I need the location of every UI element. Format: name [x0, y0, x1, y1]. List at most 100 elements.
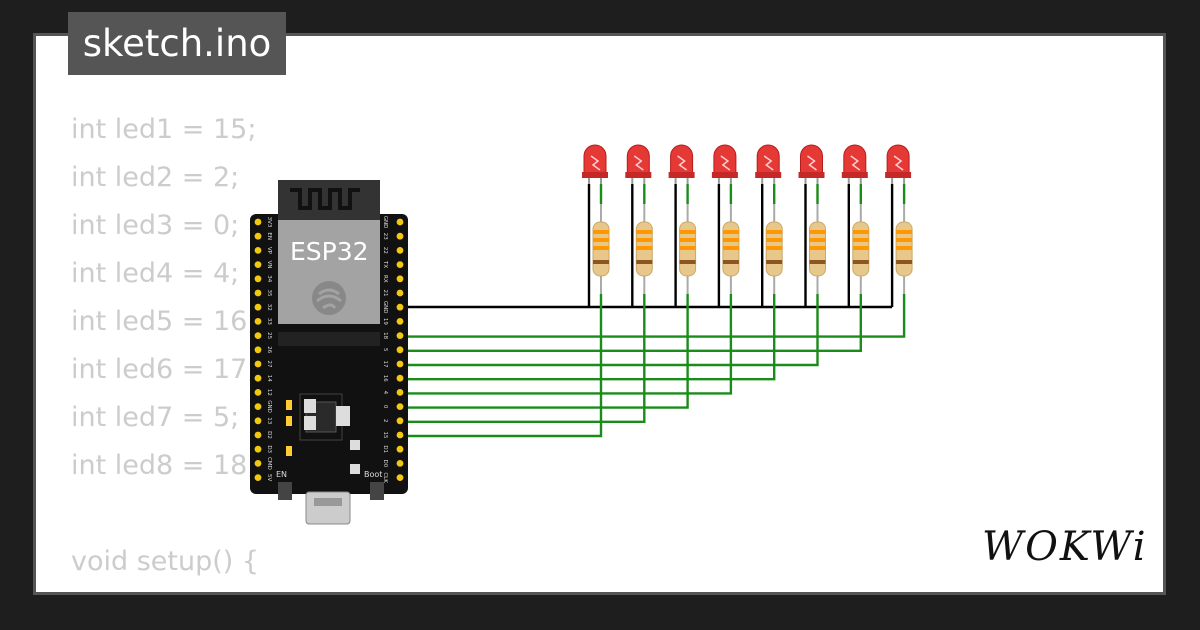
code-line: int led4 = 4; [71, 258, 240, 289]
pin-header[interactable] [254, 303, 262, 311]
pin-label: 34 [266, 275, 272, 282]
pin-header[interactable] [254, 417, 262, 425]
file-title-tab[interactable]: sketch.ino [68, 12, 286, 75]
resistor-band [896, 246, 913, 250]
resistor-band [766, 260, 783, 264]
resistor-band [593, 260, 609, 264]
pin-header[interactable] [396, 445, 404, 453]
pin-header[interactable] [396, 289, 404, 297]
code-line: int led2 = 2; [71, 162, 240, 193]
pin-header[interactable] [396, 332, 404, 339]
resistor-icon[interactable] [635, 204, 653, 294]
led-filament [677, 155, 688, 171]
pin-header[interactable] [396, 431, 404, 439]
pin-header[interactable] [396, 374, 404, 382]
pin-header[interactable] [254, 232, 262, 240]
pin-header[interactable] [254, 474, 262, 481]
led-icon[interactable] [885, 144, 912, 184]
pin-header[interactable] [396, 403, 404, 410]
pin-label: GND [382, 301, 388, 314]
usb-port-slot [314, 498, 342, 506]
resistor-icon[interactable] [679, 204, 697, 294]
pin-label: 13 [266, 417, 272, 424]
regulator [336, 406, 350, 426]
pin-header[interactable] [254, 460, 262, 467]
pin-header[interactable] [396, 474, 404, 481]
pin-header[interactable] [396, 232, 404, 240]
resistor-band [679, 260, 696, 264]
pin-header[interactable] [254, 247, 262, 254]
pin-header[interactable] [396, 460, 404, 467]
led-rim [885, 172, 912, 178]
resistor-band [636, 238, 653, 242]
resistor-band [722, 230, 739, 234]
pin-header[interactable] [396, 346, 404, 354]
pin-header[interactable] [396, 275, 404, 283]
pin-header[interactable] [254, 374, 262, 382]
pin-label: D0 [382, 460, 388, 468]
pin-header[interactable] [254, 218, 262, 226]
antenna-trace [290, 188, 360, 210]
pin-label: 26 [266, 346, 272, 353]
wires [400, 184, 906, 438]
code-line: int led7 = 5; [71, 402, 240, 433]
board-label: ESP32 [290, 237, 369, 266]
led-icon[interactable] [711, 144, 738, 184]
pin-label: EN [266, 232, 272, 240]
pin-header[interactable] [396, 261, 404, 268]
resistor-icon[interactable] [765, 204, 783, 294]
pin-header[interactable] [254, 445, 262, 453]
pin-label: D2 [266, 431, 272, 439]
pin-label: 2 [382, 419, 388, 423]
resistor-band [636, 230, 653, 234]
pin-header[interactable] [254, 332, 262, 339]
resistor-band [809, 230, 826, 234]
resistor-icon[interactable] [895, 204, 913, 294]
pin-header[interactable] [254, 360, 262, 368]
led-icon[interactable] [582, 144, 608, 184]
led-rim [711, 172, 738, 178]
pin-label: 25 [266, 332, 272, 339]
led-filament [763, 155, 774, 171]
pin-header[interactable] [396, 417, 404, 425]
en-button[interactable] [278, 482, 292, 500]
pin-header[interactable] [254, 261, 262, 268]
led-icon[interactable] [841, 144, 868, 184]
pin-label: 32 [266, 304, 272, 311]
resistor-icon[interactable] [592, 204, 610, 294]
pin-header[interactable] [254, 431, 262, 439]
led-icon[interactable] [798, 144, 825, 184]
pin-label: 33 [266, 318, 272, 325]
pin-header[interactable] [254, 275, 262, 283]
pin-header[interactable] [254, 289, 262, 297]
pin-header[interactable] [396, 247, 404, 254]
code-editor: int led1 = 15;int led2 = 2;int led3 = 0;… [71, 106, 419, 592]
pin-label: 3V3 [266, 217, 272, 228]
pin-header[interactable] [254, 346, 262, 354]
led-filament [720, 155, 731, 171]
resistor-band [593, 230, 609, 234]
pin-header[interactable] [396, 360, 404, 368]
pin-header[interactable] [254, 389, 262, 396]
resistor-icon[interactable] [852, 204, 870, 294]
resistor-band [896, 238, 913, 242]
pin-header[interactable] [396, 303, 404, 311]
preview-frame: int led1 = 15;int led2 = 2;int led3 = 0;… [33, 33, 1166, 595]
pin-header[interactable] [396, 318, 404, 325]
pin-header[interactable] [396, 218, 404, 226]
boot-button[interactable] [370, 482, 384, 500]
resistor-band [852, 238, 869, 242]
pin-header[interactable] [254, 403, 262, 410]
pin-header[interactable] [254, 318, 262, 325]
pin-label: 5 [382, 348, 388, 352]
pin-header[interactable] [396, 389, 404, 396]
resistor-icon[interactable] [809, 204, 826, 294]
pin-label: VP [266, 247, 272, 255]
led-icon[interactable] [755, 144, 782, 184]
resistor-icon[interactable] [722, 204, 740, 294]
led-icon[interactable] [625, 144, 652, 184]
resistor-band [766, 230, 783, 234]
led-icon[interactable] [668, 144, 695, 184]
pin-label: D1 [382, 445, 388, 453]
